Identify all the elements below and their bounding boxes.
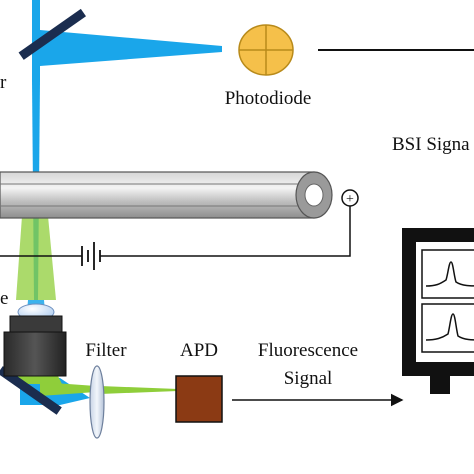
photodiode-icon xyxy=(238,24,294,76)
plus-terminal-sign: + xyxy=(346,192,354,207)
biconvex-lens-icon xyxy=(89,365,105,439)
fluorescence-beam-to-filter xyxy=(40,382,96,396)
fluorescence-beam-vertical xyxy=(16,216,56,300)
apd-label: APD xyxy=(180,340,218,361)
top-mirror xyxy=(18,8,86,60)
filter-label: Filter xyxy=(85,340,127,361)
apd-detector xyxy=(175,375,223,423)
fluorescence-label-line2: Signal xyxy=(284,368,333,389)
microscope-objective-icon xyxy=(3,315,67,377)
fluorescence-beam-to-apd xyxy=(100,386,178,394)
monitor-icon xyxy=(402,228,474,394)
fluorescence-label-line1: Fluorescence xyxy=(258,340,358,361)
photodiode-label: Photodiode xyxy=(225,88,312,109)
circuit-wire xyxy=(100,206,351,257)
left-edge-label-top: r xyxy=(0,72,7,93)
bsi-signal-label: BSI Signa xyxy=(392,134,470,155)
left-edge-label-mid: e xyxy=(0,288,8,309)
battery-icon xyxy=(81,242,101,270)
capillary-tube xyxy=(0,171,333,219)
laser-beam-top-reflection xyxy=(34,30,222,66)
bottom-mirror xyxy=(0,366,62,415)
